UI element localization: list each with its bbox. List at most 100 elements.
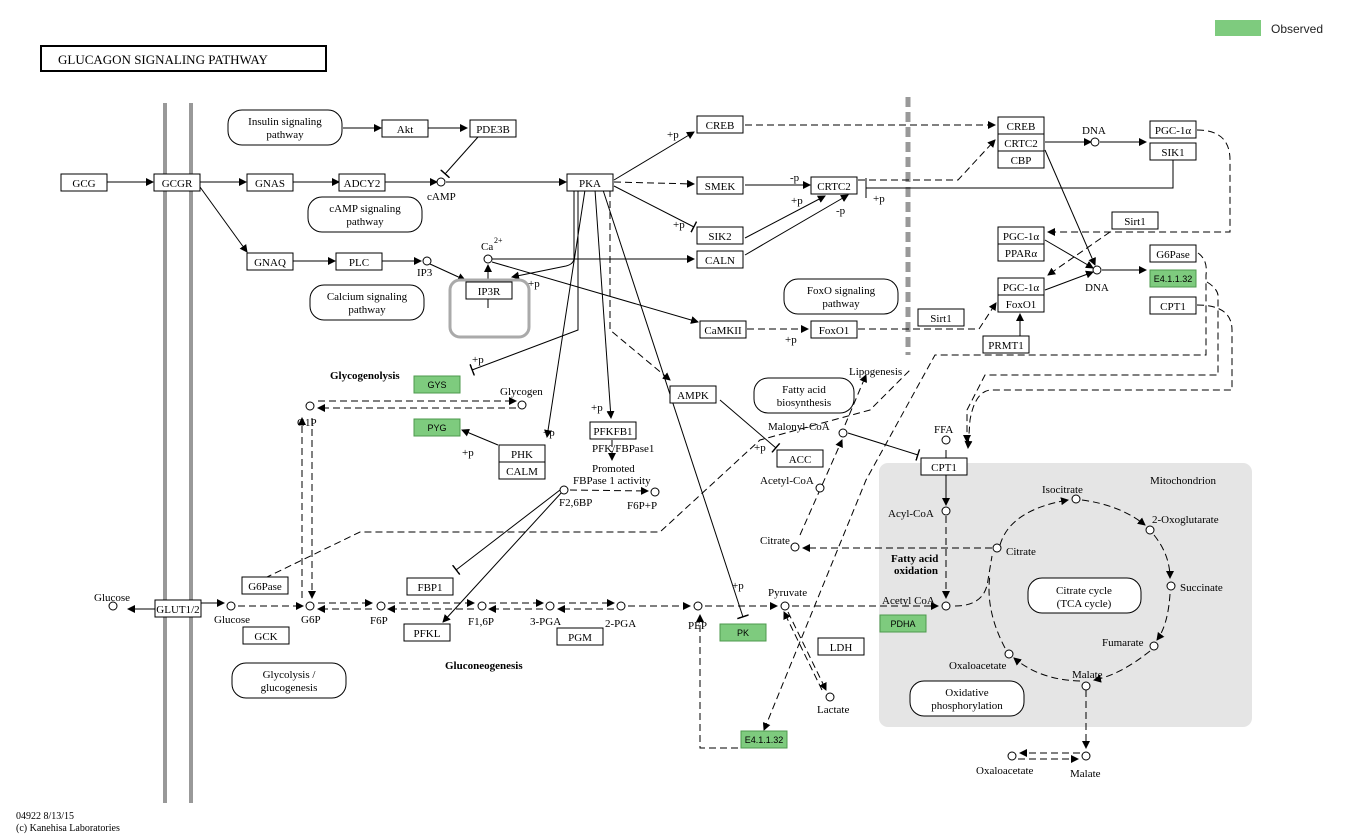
- map-foxo-signaling[interactable]: FoxO signaling pathway: [783, 278, 899, 315]
- gene-gnaq[interactable]: GNAQ: [246, 252, 294, 271]
- map-glycolysis[interactable]: Glycolysis / glucogenesis: [231, 662, 347, 699]
- compound-f26bp[interactable]: [559, 485, 569, 495]
- gene-camkii[interactable]: CaMKII: [699, 320, 747, 339]
- gene-pgc1a-3[interactable]: PGC-1α: [997, 277, 1045, 296]
- svg-text:PFK/FBPase1: PFK/FBPase1: [592, 443, 654, 455]
- compound-pyruvate[interactable]: [780, 601, 790, 611]
- compound-camp[interactable]: [436, 177, 446, 187]
- gene-cbp[interactable]: CBP: [997, 150, 1045, 169]
- gene-ppara[interactable]: PPARα: [997, 243, 1045, 262]
- svg-text:Citrate: Citrate: [1006, 546, 1036, 558]
- gene-e41132[interactable]: E4.1.1.32: [740, 730, 788, 749]
- gene-cpt1-mito[interactable]: CPT1: [920, 457, 968, 476]
- map-tca-cycle[interactable]: Citrate cycle (TCA cycle): [1027, 577, 1142, 614]
- gene-gck[interactable]: GCK: [242, 626, 290, 645]
- map-calcium-signaling[interactable]: Calcium signaling pathway: [309, 284, 425, 321]
- map-insulin-signaling[interactable]: Insulin signaling pathway: [227, 109, 343, 146]
- svg-text:PFKFB1: PFKFB1: [593, 426, 632, 438]
- compound-malate-mito[interactable]: [1081, 681, 1091, 691]
- compound-oxaloacetate-mito[interactable]: [1004, 649, 1014, 659]
- gene-pfkl[interactable]: PFKL: [403, 623, 451, 642]
- gene-pgc1a-1[interactable]: PGC-1α: [1149, 120, 1197, 139]
- gene-sik2[interactable]: SIK2: [696, 226, 744, 245]
- gene-foxo1[interactable]: FoxO1: [810, 320, 858, 339]
- gene-cpt1-nucleus[interactable]: CPT1: [1149, 296, 1197, 315]
- gene-smek[interactable]: SMEK: [696, 176, 744, 195]
- gene-pdha[interactable]: PDHA: [879, 614, 927, 633]
- gene-gnas[interactable]: GNAS: [246, 173, 294, 192]
- gene-creb[interactable]: CREB: [696, 115, 744, 134]
- compound-3pga[interactable]: [545, 601, 555, 611]
- compound-acetyl-coa-cyto[interactable]: [815, 483, 825, 493]
- gene-gys[interactable]: GYS: [413, 375, 461, 394]
- gene-creb-nucleus[interactable]: CREB: [997, 116, 1045, 135]
- map-oxidative-phosphorylation[interactable]: Oxidative phosphorylation: [909, 680, 1025, 717]
- gene-sik1[interactable]: SIK1: [1149, 142, 1197, 161]
- gene-crtc2-nucleus[interactable]: CRTC2: [997, 133, 1045, 152]
- compound-g6p[interactable]: [305, 601, 315, 611]
- gene-gcgr[interactable]: GCGR: [153, 173, 201, 192]
- svg-text:+p: +p: [673, 219, 685, 231]
- compound-ip3[interactable]: [422, 256, 432, 266]
- gene-pde3b[interactable]: PDE3B: [469, 119, 517, 138]
- gene-g6pase-nucleus[interactable]: G6Pase: [1149, 244, 1197, 263]
- gene-g6pase[interactable]: G6Pase: [241, 576, 289, 595]
- gene-plc[interactable]: PLC: [335, 252, 383, 271]
- compound-oxaloacetate-cyto[interactable]: [1007, 751, 1017, 761]
- compound-malonyl-coa[interactable]: [838, 428, 848, 438]
- gene-phk[interactable]: PHK: [498, 444, 546, 463]
- compound-malate-cyto[interactable]: [1081, 751, 1091, 761]
- compound-ca[interactable]: [483, 254, 493, 264]
- gene-pgc1a-2[interactable]: PGC-1α: [997, 226, 1045, 245]
- compound-dna-2[interactable]: [1092, 265, 1102, 275]
- gene-pfkfb1[interactable]: PFKFB1: [589, 421, 637, 440]
- compound-lactate[interactable]: [825, 692, 835, 702]
- gene-acc[interactable]: ACC: [776, 449, 824, 468]
- gene-e41132-nucleus[interactable]: E4.1.1.32: [1149, 269, 1197, 288]
- gene-pgm[interactable]: PGM: [556, 627, 604, 646]
- compound-2-oxoglutarate[interactable]: [1145, 525, 1155, 535]
- gene-foxo1-nucleus[interactable]: FoxO1: [997, 294, 1045, 313]
- compound-fumarate[interactable]: [1149, 641, 1159, 651]
- gene-gcg[interactable]: GCG: [60, 173, 108, 192]
- svg-text:+p: +p: [785, 334, 797, 346]
- compound-2pga[interactable]: [616, 601, 626, 611]
- compound-succinate[interactable]: [1166, 581, 1176, 591]
- compound-f6p[interactable]: [376, 601, 386, 611]
- gene-caln[interactable]: CALN: [696, 250, 744, 269]
- compound-ffa[interactable]: [941, 435, 951, 445]
- gene-fbp1[interactable]: FBP1: [406, 577, 454, 596]
- svg-text:Acyl-CoA: Acyl-CoA: [888, 508, 934, 520]
- gene-akt[interactable]: Akt: [381, 119, 429, 138]
- gene-ldh[interactable]: LDH: [817, 637, 865, 656]
- gene-sirt1-a[interactable]: Sirt1: [917, 308, 965, 327]
- compound-pep[interactable]: [693, 601, 703, 611]
- gene-calm[interactable]: CALM: [498, 461, 546, 480]
- map-camp-signaling[interactable]: cAMP signaling pathway: [307, 196, 423, 233]
- compound-f16p[interactable]: [477, 601, 487, 611]
- gene-pk[interactable]: PK: [719, 623, 767, 642]
- gene-ip3r[interactable]: IP3R: [465, 281, 513, 300]
- compound-isocitrate[interactable]: [1071, 494, 1081, 504]
- fatty-acid-oxidation-label: Fatty acid: [891, 553, 938, 565]
- gene-adcy2[interactable]: ADCY2: [338, 173, 386, 192]
- gene-sirt1-b[interactable]: Sirt1: [1111, 211, 1159, 230]
- compound-glucose-in[interactable]: [226, 601, 236, 611]
- compound-glucose-out[interactable]: [108, 601, 118, 611]
- gene-pka[interactable]: PKA: [566, 173, 614, 192]
- gene-prmt1[interactable]: PRMT1: [982, 335, 1030, 354]
- gene-pyg[interactable]: PYG: [413, 418, 461, 437]
- compound-acyl-coa[interactable]: [941, 506, 951, 516]
- compound-g1p[interactable]: [305, 401, 315, 411]
- compound-acetyl-coa-mito[interactable]: [941, 601, 951, 611]
- gene-glut12[interactable]: GLUT1/2: [154, 599, 202, 618]
- compound-dna-1[interactable]: [1090, 137, 1100, 147]
- svg-text:PDHA: PDHA: [890, 619, 915, 629]
- gene-crtc2[interactable]: CRTC2: [810, 176, 858, 195]
- compound-glycogen[interactable]: [517, 400, 527, 410]
- compound-f6p-p[interactable]: [650, 487, 660, 497]
- map-fatty-acid-biosynthesis[interactable]: Fatty acid biosynthesis: [753, 377, 855, 414]
- compound-citrate-cyto[interactable]: [790, 542, 800, 552]
- compound-citrate-mito[interactable]: [992, 543, 1002, 553]
- gene-ampk[interactable]: AMPK: [669, 385, 717, 404]
